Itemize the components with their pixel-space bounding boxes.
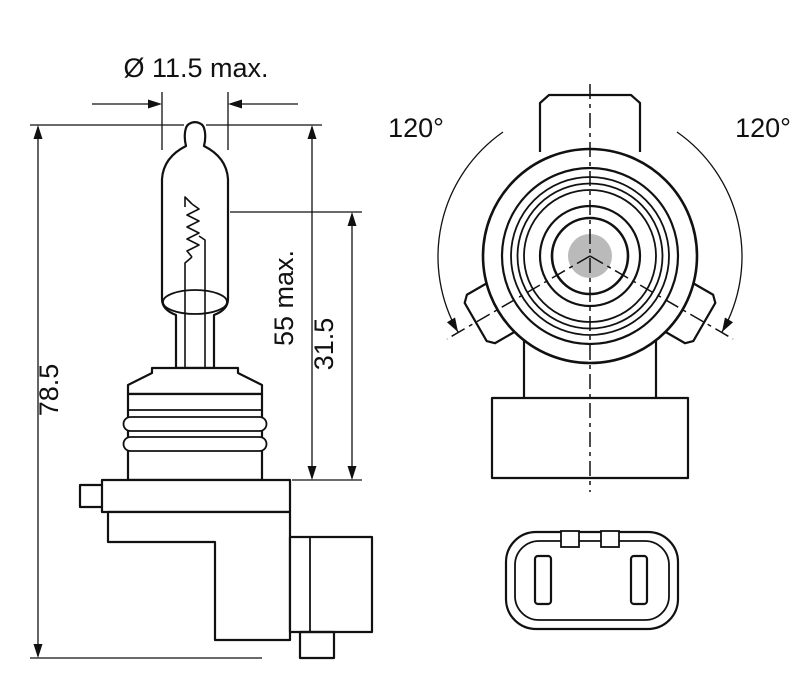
dimension-length-78-5: 78.5 bbox=[33, 125, 64, 658]
arrowhead bbox=[148, 99, 162, 109]
side-view: Ø 11.5 max. 78.5 55 max. 31.5 bbox=[30, 53, 374, 660]
arrowhead bbox=[33, 125, 43, 139]
connector-key-tab-right bbox=[600, 530, 620, 548]
arrowhead bbox=[347, 212, 357, 226]
connector-housing-side bbox=[288, 535, 374, 634]
ring-2 bbox=[500, 166, 680, 346]
left-key-tab bbox=[463, 282, 515, 345]
arc-arrowhead-right bbox=[722, 317, 734, 332]
oring-band-1 bbox=[122, 416, 268, 432]
filament-coil bbox=[186, 203, 200, 258]
filament-lead-left bbox=[184, 256, 193, 367]
terminal-slot-left bbox=[533, 554, 553, 606]
connector-key-tab-left bbox=[560, 530, 580, 548]
mounting-flange bbox=[100, 478, 292, 514]
label-diameter: Ø 11.5 max. bbox=[123, 53, 268, 83]
connector-inner bbox=[514, 540, 670, 621]
label-length-55: 55 max. bbox=[269, 250, 299, 346]
label-length-78-5: 78.5 bbox=[34, 364, 64, 417]
arrowhead bbox=[307, 125, 317, 139]
right-key-tab bbox=[665, 282, 717, 345]
dimension-diameter: Ø 11.5 max. bbox=[92, 53, 298, 109]
oring-band-2 bbox=[122, 436, 268, 452]
arrowhead bbox=[307, 466, 317, 480]
lower-housing bbox=[106, 510, 292, 642]
bulb-glass-bottom-ellipse bbox=[162, 289, 228, 315]
centerline-diagonal-left bbox=[446, 255, 591, 340]
angle-arc-right bbox=[676, 131, 743, 333]
arrowhead bbox=[228, 99, 242, 109]
centerline-diagonal-right bbox=[589, 255, 734, 340]
angle-arc-left bbox=[437, 131, 504, 333]
base-collar bbox=[126, 366, 264, 396]
arrowhead bbox=[33, 644, 43, 658]
housing-foot bbox=[298, 630, 336, 660]
connector-outline bbox=[504, 530, 680, 631]
dimension-length-55: 55 max. bbox=[269, 125, 317, 480]
connector-face bbox=[504, 530, 680, 631]
front-view: 120° 120° bbox=[388, 84, 791, 631]
label-length-31-5: 31.5 bbox=[309, 318, 339, 371]
bulb-glass-outline bbox=[160, 121, 230, 370]
terminal-slot-right bbox=[629, 554, 649, 606]
filament-lead-right bbox=[198, 235, 206, 367]
label-angle-right: 120° bbox=[735, 113, 791, 143]
dimension-length-31-5: 31.5 bbox=[309, 212, 357, 480]
arrowhead bbox=[347, 466, 357, 480]
label-angle-left: 120° bbox=[388, 113, 444, 143]
filament bbox=[184, 196, 206, 367]
extension-lines bbox=[30, 92, 362, 659]
filament-support bbox=[184, 196, 193, 207]
arc-arrowhead-left bbox=[446, 317, 458, 332]
